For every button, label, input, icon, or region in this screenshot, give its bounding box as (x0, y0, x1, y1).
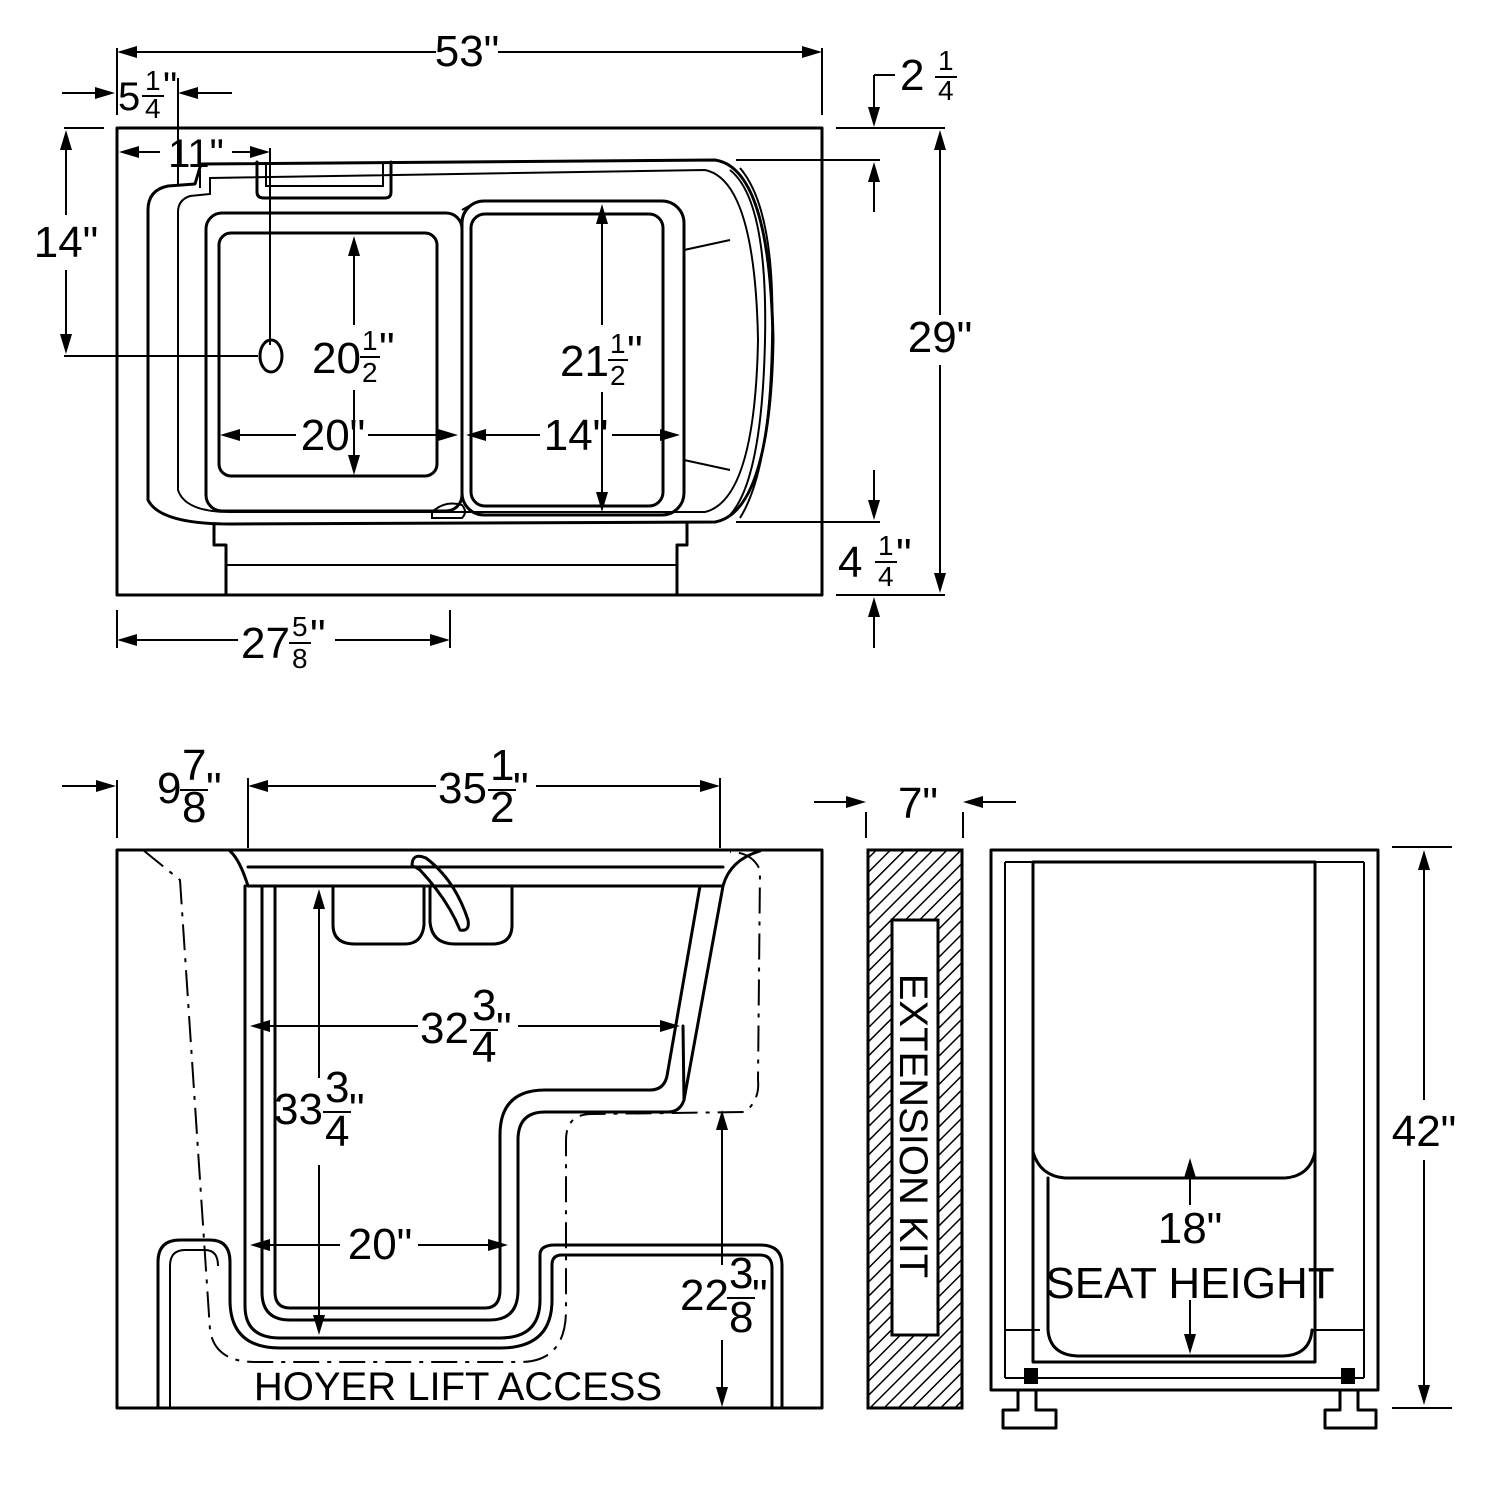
dim-right-basin-width: 14" (544, 411, 609, 460)
dim-door-width-num: 5 (292, 611, 308, 642)
dim-back-rim-den: 4 (938, 75, 954, 106)
dim-left-basin-depth-whole: 20 (312, 334, 361, 383)
dim-door-offset: 11" (168, 132, 224, 176)
side-view-foot-left (1024, 1368, 1038, 1384)
front-view-faucet (410, 854, 470, 932)
top-view-right-basin-outer (460, 199, 686, 517)
side-view-seat-height-label: SEAT HEIGHT (1045, 1259, 1334, 1308)
dim-drain-offset-whole: 5 (118, 75, 140, 119)
dim-footwell-width: 20" (348, 1220, 413, 1269)
dim-overall-width: 29" (908, 313, 973, 362)
side-view-tub-body (1031, 860, 1317, 1364)
dim-back-rim-whole: 2 (900, 51, 924, 100)
dim-interior-length-unit: " (513, 764, 529, 813)
dim-interior-depth-num: 3 (325, 1063, 349, 1112)
dim-left-offset-whole: 9 (157, 764, 181, 813)
side-view-outline (989, 848, 1380, 1392)
dim-overall-height: 42" (1392, 1107, 1457, 1156)
front-view-tub-wall (243, 884, 784, 1410)
top-view-dimensions: 53" 5 1 4 " 11" 14" 20 1 2 (34, 27, 973, 674)
dim-interior-width-unit: " (496, 1004, 512, 1053)
front-view (115, 848, 824, 1410)
dim-interior-width-whole: 32 (420, 1004, 469, 1053)
extension-kit-label-box (890, 918, 940, 1337)
dim-drain-offset-num: 1 (145, 65, 161, 96)
dim-door-width-den: 8 (292, 643, 308, 674)
dim-drain-offset-den: 4 (145, 93, 161, 124)
top-view-left-basin-inner (217, 231, 439, 478)
top-view-outline (115, 126, 824, 597)
dim-interior-length-whole: 35 (438, 764, 487, 813)
top-view (115, 126, 824, 597)
dim-front-rim-num: 1 (878, 530, 894, 561)
dim-right-basin-depth-den: 2 (610, 360, 626, 391)
dim-door-width-whole: 27 (241, 619, 290, 668)
dim-left-basin-depth-den: 2 (362, 357, 378, 388)
top-view-right-basin-inner (469, 212, 665, 508)
dim-right-basin-depth-whole: 21 (560, 337, 609, 386)
side-view-leveler-left (1001, 1388, 1058, 1430)
front-view-outline (115, 848, 824, 1410)
side-view: 18" SEAT HEIGHT 42" (989, 846, 1457, 1430)
front-view-rim (228, 849, 762, 888)
dim-interior-depth-den: 4 (325, 1107, 349, 1156)
front-view-seat-recess (331, 884, 426, 946)
dim-step-height-den: 8 (729, 1293, 753, 1342)
dim-left-basin-depth-unit: " (379, 324, 395, 373)
front-view-dimensions: 9 7 8 " 35 1 2 " 32 3 4 " 33 3 4 (62, 741, 768, 1409)
side-view-foot-right (1341, 1368, 1355, 1384)
dim-back-rim-num: 1 (938, 45, 954, 76)
extension-kit-label: EXTENSION KIT (891, 974, 935, 1279)
dim-left-basin-width: 20" (301, 411, 366, 460)
hoyer-lift-access-label: HOYER LIFT ACCESS (254, 1365, 662, 1409)
dim-left-offset-unit: " (206, 764, 222, 813)
dim-front-rim-unit: " (896, 530, 912, 579)
dim-extension-width: 7" (898, 779, 938, 828)
side-view-leveler-right (1323, 1388, 1378, 1430)
top-view-door-base (212, 522, 689, 597)
dim-front-rim-den: 4 (878, 561, 894, 592)
dim-interior-depth-whole: 33 (274, 1085, 323, 1134)
dim-interior-width-den: 4 (472, 1023, 496, 1072)
dim-door-width-unit: " (310, 611, 326, 660)
dim-step-height-unit: " (752, 1271, 768, 1320)
dim-left-basin-depth-num: 1 (362, 325, 378, 356)
front-view-door-swing (142, 849, 762, 1363)
front-view-door-sill (156, 1238, 774, 1410)
dim-interior-depth-unit: " (349, 1085, 365, 1134)
dim-left-offset-den: 8 (182, 783, 206, 832)
dim-interior-width-num: 3 (472, 981, 496, 1030)
side-view-seat (1031, 1150, 1317, 1180)
dim-interior-length-den: 2 (490, 783, 514, 832)
dim-left-offset-num: 7 (182, 741, 206, 790)
extension-kit: EXTENSION KIT 7" (814, 779, 1016, 1410)
dim-right-basin-depth-num: 1 (610, 328, 626, 359)
front-view-seat-bench (681, 1024, 686, 1102)
dim-interior-length-num: 1 (490, 741, 514, 790)
dim-drain-from-back: 14" (34, 218, 99, 267)
dim-drain-offset-unit: " (163, 65, 177, 109)
side-view-seat-height-value: 18" (1158, 1204, 1223, 1253)
dim-step-height-whole: 22 (680, 1271, 729, 1320)
dim-step-height-num: 3 (729, 1249, 753, 1298)
dim-front-rim-whole: 4 (838, 538, 862, 587)
top-view-grab-handle (255, 160, 393, 200)
dim-right-basin-depth-unit: " (627, 327, 643, 376)
dim-overall-length: 53" (435, 27, 500, 76)
